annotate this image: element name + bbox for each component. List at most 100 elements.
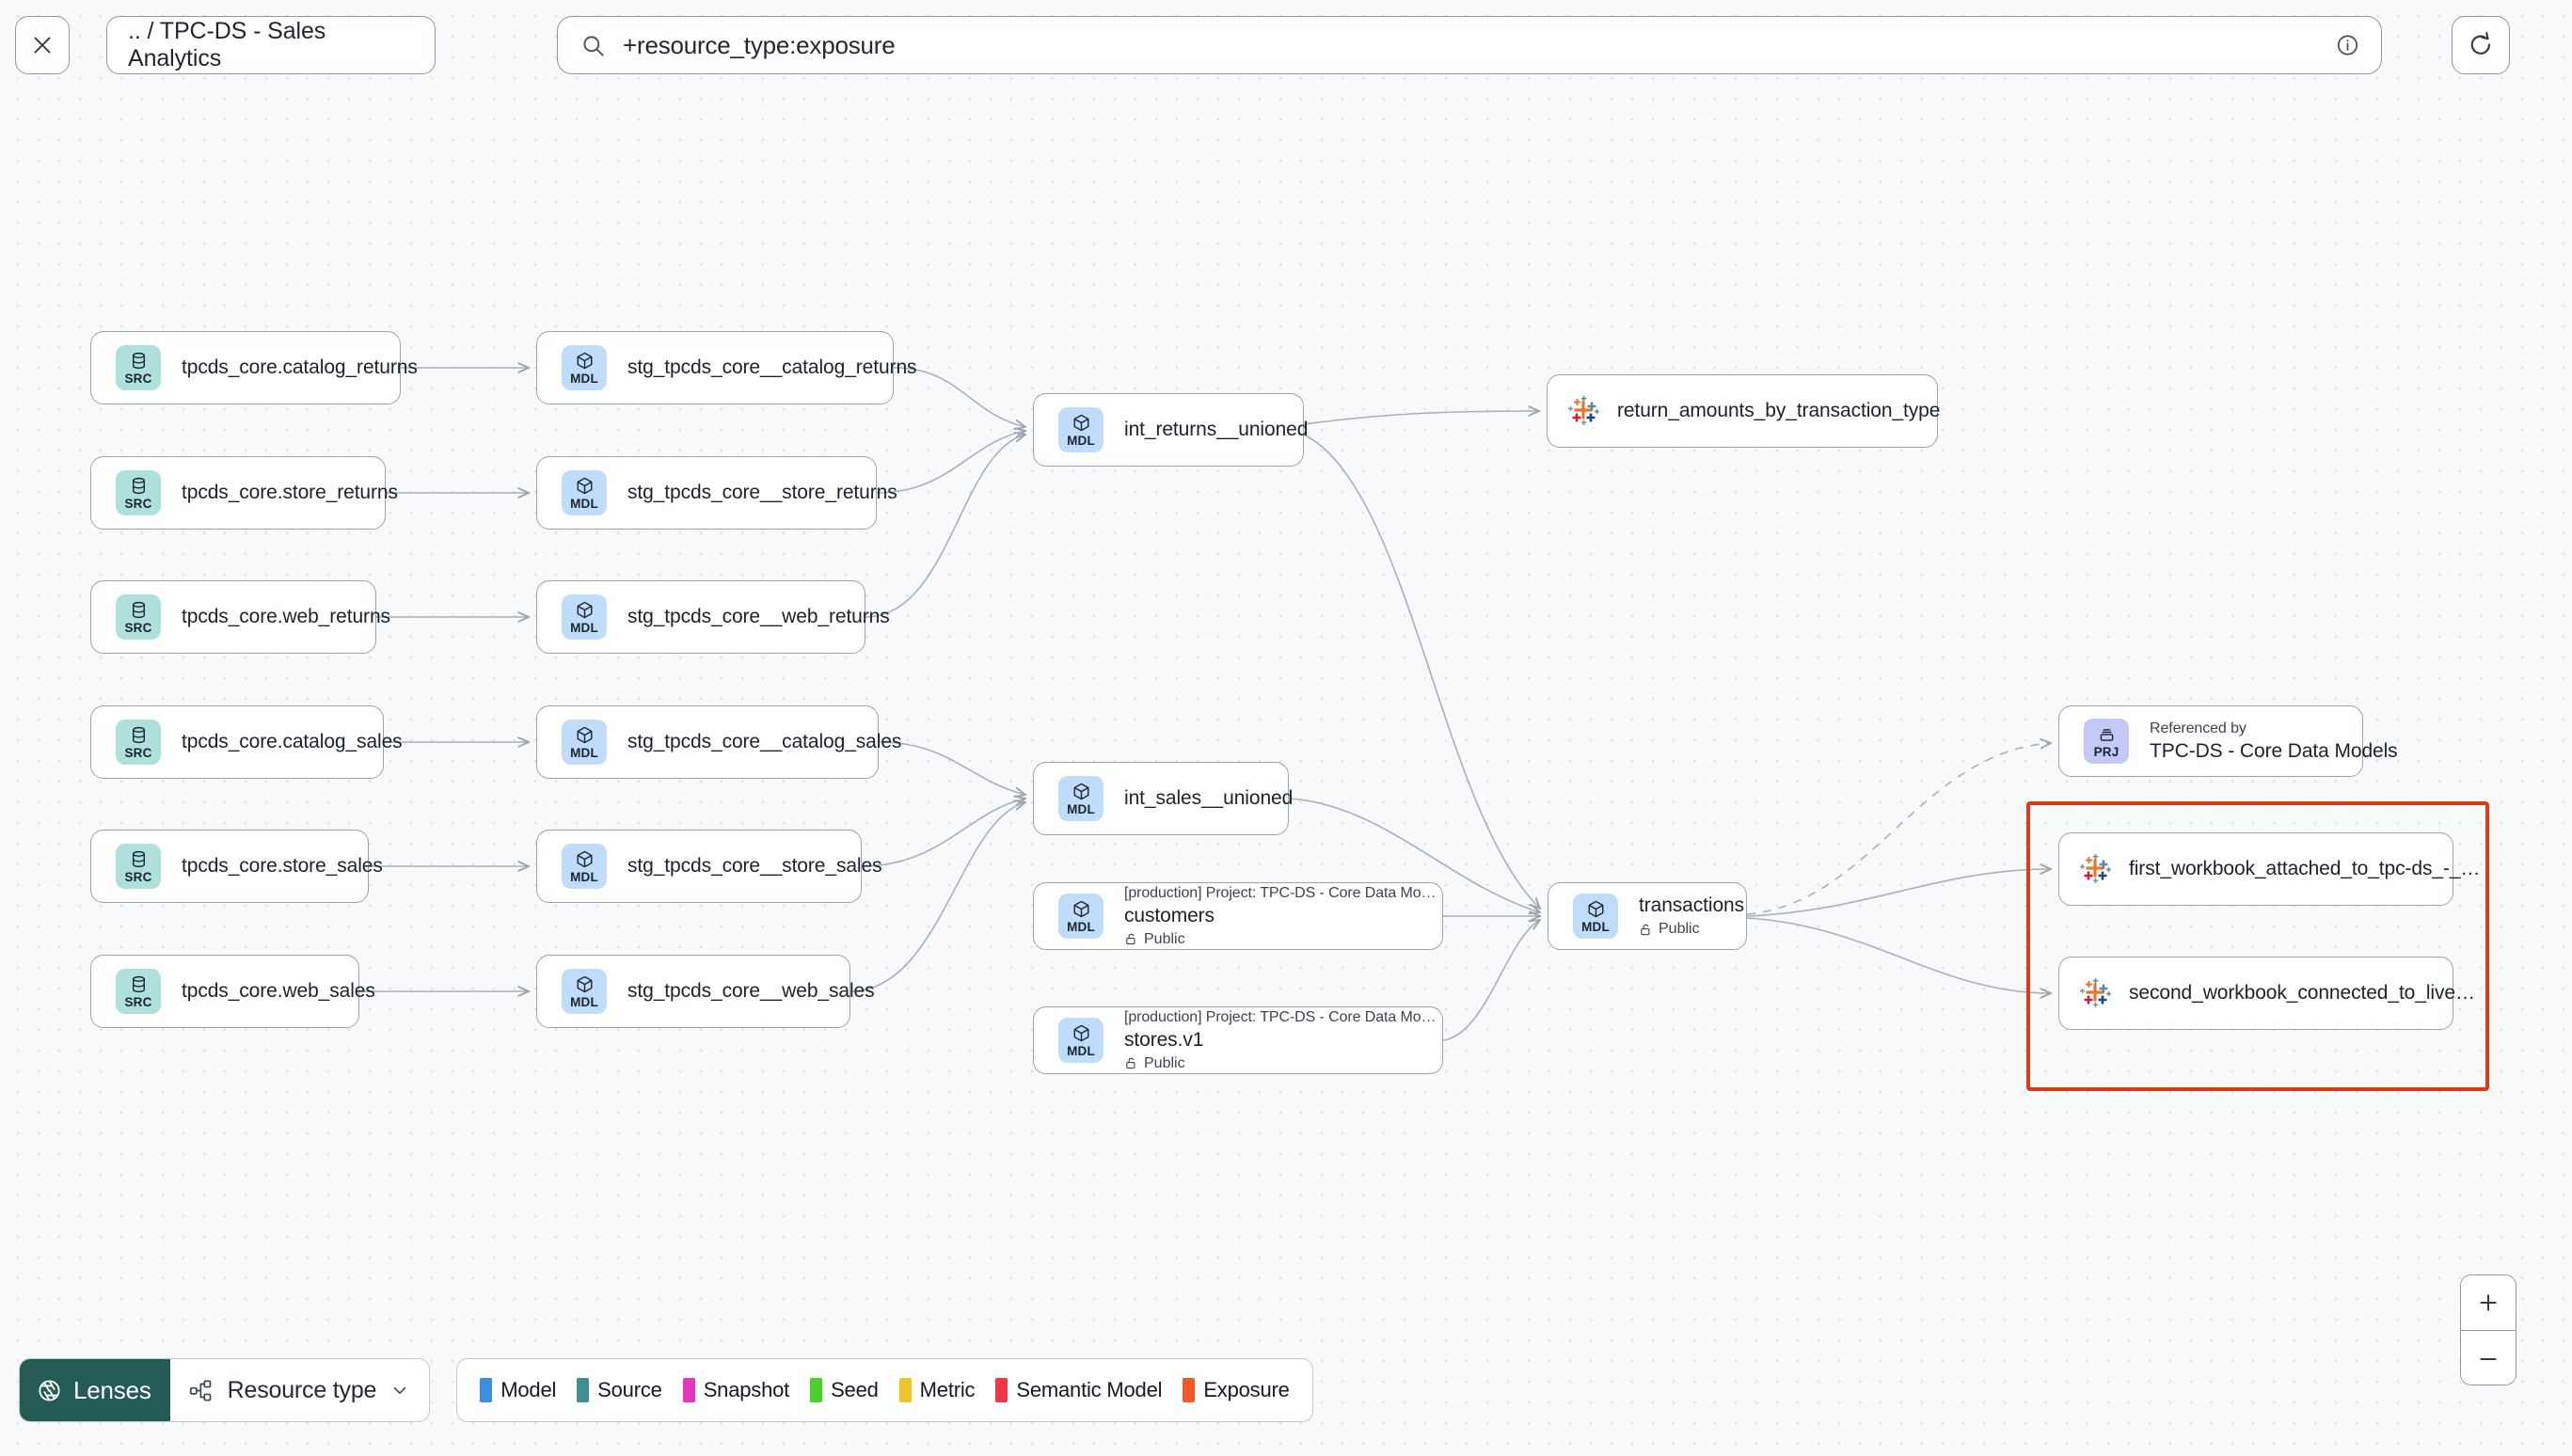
node-model-customers[interactable]: MDL [production] Project: TPC-DS - Core …: [1033, 882, 1443, 950]
node-text: second_workbook_connected_to_live…: [2129, 982, 2475, 1005]
model-badge-label: MDL: [570, 496, 598, 511]
refresh-icon: [2467, 31, 2495, 59]
node-source-web-returns[interactable]: SRC tpcds_core.web_returns: [90, 580, 390, 654]
legend-swatch: [1183, 1378, 1196, 1402]
model-badge: MDL: [562, 844, 607, 889]
legend-item-source[interactable]: Source: [577, 1378, 662, 1402]
node-access-meta: Public: [1639, 921, 1744, 938]
node-model-stg-store-sales[interactable]: MDL stg_tpcds_core__store_sales: [536, 830, 882, 903]
top-header: .. / TPC-DS - Sales Analytics +resource_…: [0, 0, 2572, 109]
node-access-meta: Public: [1124, 1055, 1436, 1072]
close-icon: [30, 33, 55, 57]
breadcrumb-label: .. / TPC-DS - Sales Analytics: [128, 18, 326, 71]
node-text: stg_tpcds_core__store_returns: [627, 482, 897, 504]
model-badge-label: MDL: [570, 371, 598, 386]
legend-item-seed[interactable]: Seed: [810, 1378, 879, 1402]
node-model-stg-web-sales[interactable]: MDL stg_tpcds_core__web_sales: [536, 955, 875, 1028]
legend-label: Metric: [919, 1378, 976, 1401]
node-model-stg-web-returns[interactable]: MDL stg_tpcds_core__web_returns: [536, 580, 890, 654]
bottom-bar: Lenses Resource type: [19, 1358, 1313, 1422]
node-model-stg-catalog-returns[interactable]: MDL stg_tpcds_core__catalog_returns: [536, 331, 917, 404]
legend-label: Model: [500, 1378, 557, 1401]
model-badge-label: MDL: [1067, 433, 1095, 448]
node-model-int-returns-unioned[interactable]: MDL int_returns__unioned: [1033, 393, 1308, 467]
node-project-subtitle: [production] Project: TPC-DS - Core Data…: [1124, 884, 1437, 901]
node-model-int-sales-unioned[interactable]: MDL int_sales__unioned: [1033, 762, 1294, 835]
node-source-store-returns[interactable]: SRC tpcds_core.store_returns: [90, 456, 398, 530]
resource-type-label: Resource type: [227, 1376, 377, 1403]
zoom-out-button[interactable]: [2461, 1331, 2516, 1385]
legend-item-metric[interactable]: Metric: [898, 1378, 976, 1402]
node-model-stg-store-returns[interactable]: MDL stg_tpcds_core__store_returns: [536, 456, 897, 530]
unlock-icon: [1124, 1056, 1138, 1070]
model-badge-label: MDL: [1067, 1043, 1095, 1058]
model-badge: MDL: [1058, 407, 1103, 452]
node-title: tpcds_core.store_sales: [182, 855, 383, 877]
legend-label: Seed: [831, 1378, 879, 1401]
node-title: TPC-DS - Core Data Models: [2150, 739, 2398, 762]
node-source-store-sales[interactable]: SRC tpcds_core.store_sales: [90, 830, 383, 903]
source-badge-label: SRC: [124, 496, 152, 511]
legend-item-snapshot[interactable]: Snapshot: [682, 1378, 789, 1402]
node-source-catalog-returns[interactable]: SRC tpcds_core.catalog_returns: [90, 331, 418, 404]
node-model-stg-catalog-sales[interactable]: MDL stg_tpcds_core__catalog_sales: [536, 705, 901, 779]
source-badge-label: SRC: [124, 994, 152, 1009]
tableau-icon: [2080, 977, 2112, 1009]
model-badge: MDL: [1058, 776, 1103, 821]
info-icon[interactable]: [2335, 33, 2360, 58]
aperture-icon: [37, 1378, 62, 1403]
node-source-catalog-sales[interactable]: SRC tpcds_core.catalog_sales: [90, 705, 403, 779]
node-project-referenced-by[interactable]: PRJ Referenced by TPC-DS - Core Data Mod…: [2058, 705, 2398, 777]
minus-icon: [2476, 1347, 2501, 1371]
legend-label: Source: [597, 1378, 662, 1401]
legend-item-model[interactable]: Model: [480, 1378, 556, 1402]
node-title: stg_tpcds_core__web_sales: [627, 980, 875, 1002]
node-text: tpcds_core.web_sales: [182, 980, 375, 1003]
node-title: tpcds_core.web_sales: [182, 980, 375, 1002]
legend-swatch: [810, 1378, 823, 1402]
legend-swatch: [577, 1378, 590, 1402]
node-text: transactions Public: [1639, 894, 1744, 938]
node-source-web-sales[interactable]: SRC tpcds_core.web_sales: [90, 955, 375, 1028]
lenses-button[interactable]: Lenses: [20, 1359, 170, 1421]
node-text: stg_tpcds_core__store_sales: [627, 855, 882, 878]
unlock-icon: [1639, 923, 1653, 937]
model-badge-label: MDL: [570, 745, 598, 760]
legend-swatch: [995, 1378, 1008, 1402]
close-button[interactable]: [15, 16, 70, 74]
resource-type-dropdown[interactable]: Resource type: [170, 1359, 430, 1421]
search-input[interactable]: +resource_type:exposure: [557, 16, 2382, 74]
tableau-icon: [2080, 853, 2112, 885]
node-model-stores-v1[interactable]: MDL [production] Project: TPC-DS - Core …: [1033, 1006, 1443, 1074]
zoom-in-button[interactable]: [2461, 1275, 2516, 1331]
node-text: tpcds_core.web_returns: [182, 606, 390, 628]
node-title: stg_tpcds_core__web_returns: [627, 606, 890, 627]
node-title: int_sales__unioned: [1124, 787, 1294, 809]
legend-swatch: [682, 1378, 695, 1402]
node-title: customers: [1124, 904, 1215, 926]
node-exposure-first-workbook[interactable]: first_workbook_attached_to_tpc-ds_-_…: [2058, 832, 2480, 906]
lenses-label: Lenses: [73, 1375, 151, 1404]
node-access-label: Public: [1144, 930, 1185, 947]
node-model-transactions[interactable]: MDL transactions Public: [1548, 882, 1747, 950]
node-text: [production] Project: TPC-DS - Core Data…: [1124, 884, 1437, 948]
node-exposure-second-workbook[interactable]: second_workbook_connected_to_live…: [2058, 957, 2475, 1030]
node-exposure-return-amounts[interactable]: return_amounts_by_transaction_type: [1547, 374, 1940, 448]
breadcrumb[interactable]: .. / TPC-DS - Sales Analytics: [106, 16, 436, 74]
node-text: tpcds_core.catalog_sales: [182, 731, 403, 753]
plus-icon: [2476, 1290, 2501, 1315]
refresh-button[interactable]: [2452, 16, 2510, 74]
model-badge: MDL: [562, 345, 607, 390]
node-title: transactions: [1639, 894, 1745, 916]
model-badge: MDL: [562, 969, 607, 1014]
node-referenced-by-label: Referenced by: [2150, 720, 2247, 736]
node-title: second_workbook_connected_to_live…: [2129, 982, 2475, 1004]
model-badge-label: MDL: [1067, 919, 1095, 934]
legend-item-semantic-model[interactable]: Semantic Model: [995, 1378, 1163, 1402]
source-badge-label: SRC: [124, 869, 152, 884]
model-badge-label: MDL: [570, 994, 598, 1009]
source-badge: SRC: [116, 594, 161, 640]
legend-item-exposure[interactable]: Exposure: [1183, 1378, 1290, 1402]
node-access-label: Public: [1144, 1054, 1185, 1071]
